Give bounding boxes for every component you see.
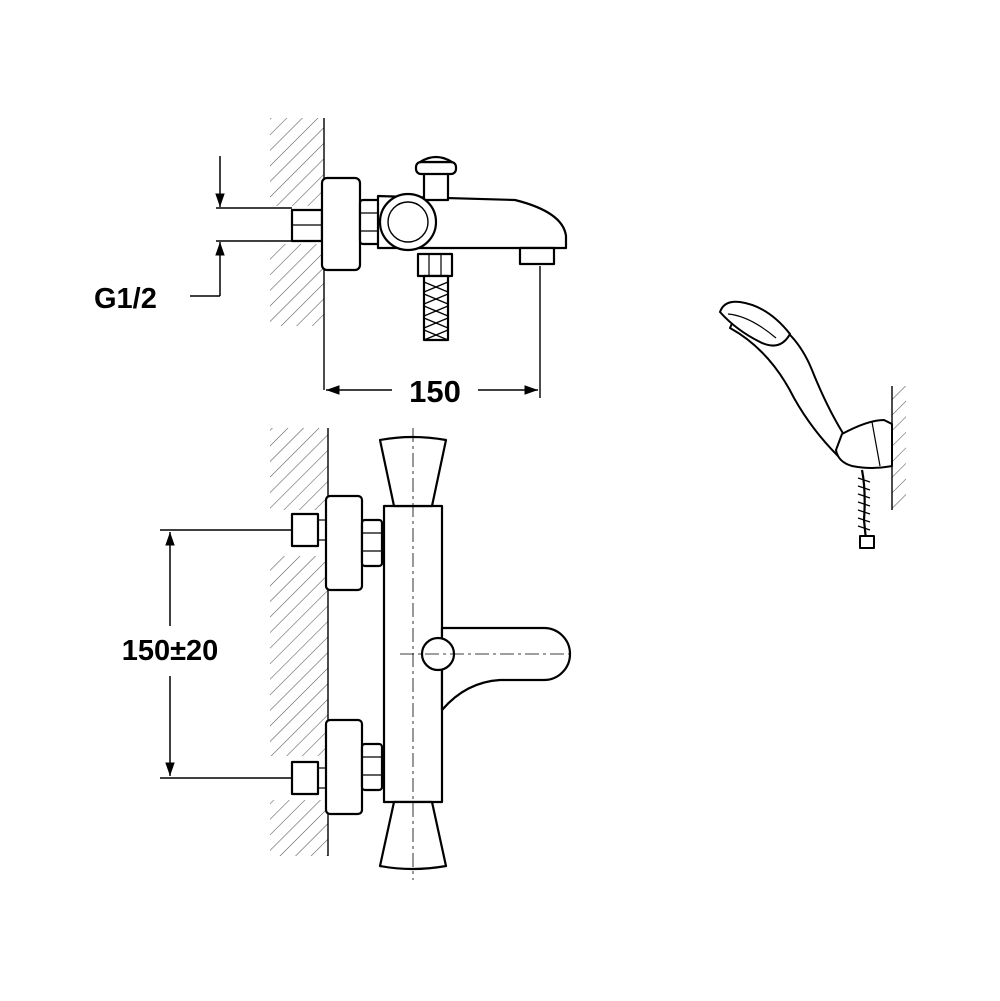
center-lines <box>400 428 575 880</box>
spout-projection-label: 150 <box>409 374 461 409</box>
thread-size-label: G1/2 <box>94 283 157 315</box>
wall-hatch-bottom <box>270 244 324 326</box>
mixer-front-view-icon <box>270 428 572 871</box>
wall-hatch-middle <box>270 556 328 756</box>
wall-hatch-upper <box>270 428 328 510</box>
thread-dimension <box>190 156 292 297</box>
hand-shower-icon <box>719 300 906 549</box>
wall-hatch-top <box>270 118 324 206</box>
inlet-spacing-dimension <box>160 529 292 779</box>
inlet-spacing-label: 150±20 <box>122 635 219 667</box>
mixer-side-view-icon <box>270 118 568 398</box>
wall-hatch-lower <box>270 800 328 856</box>
